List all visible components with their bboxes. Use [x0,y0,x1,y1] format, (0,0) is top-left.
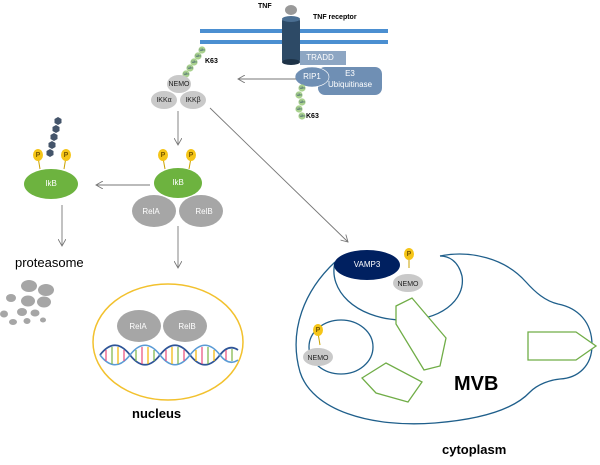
ikb-left-label: IkB [45,179,57,188]
svg-text:Ub: Ub [299,99,305,104]
arrow-ikk-to-vamp3 [209,107,348,242]
vamp3 [334,250,400,280]
ikb-left [24,169,78,199]
nemo-vesicle-phospho: P [313,324,323,346]
ikk-beta-label: IKKβ [185,97,200,104]
nemo-vamp-label: NEMO [398,281,420,288]
svg-text:P: P [316,327,321,334]
ikb-ubiquitin-chain [46,117,62,157]
nemo-vesicle-label: NEMO [308,355,330,362]
svg-text:Ub: Ub [183,71,189,76]
svg-text:Ub: Ub [296,92,302,97]
tnf-label: TNF [258,3,272,10]
cytoplasm-label: cytoplasm [442,442,506,457]
nemo-ikk [167,75,191,93]
rela [132,195,176,227]
mvb-internal-vesicle-left [308,319,374,375]
rip1-label: RIP1 [303,72,321,81]
e3-label-line2: Ubiquitinase [328,80,373,89]
mvb-label: MVB [454,373,498,395]
nucleus-label: nucleus [132,406,181,421]
vamp3-phospho: P [404,248,414,268]
rela-nucleus [117,310,161,342]
rip1-ubiquitin-chain: Ub Ub Ub Ub Ub [295,84,306,120]
svg-text:Ub: Ub [187,65,193,70]
nemo-ikk-label: NEMO [169,81,191,88]
tradd-label: TRADD [306,53,334,62]
ikb-center-label: IkB [172,178,184,187]
e3-label-line1: E3 [345,69,355,78]
proteasome-label: proteasome [15,255,84,270]
ikk-beta [180,91,206,109]
ikb-center [154,168,202,198]
svg-text:Ub: Ub [299,113,305,118]
svg-text:P: P [407,251,412,258]
svg-text:P: P [36,152,41,159]
rela-label: RelA [142,207,160,216]
mvb-internal-vesicle-top [333,255,463,321]
tnf-receptor [282,16,300,65]
svg-text:P: P [64,152,69,159]
relb-nucleus-label: RelB [178,322,195,331]
k63-label-bottom: K63 [306,113,319,120]
relb-nucleus [163,310,207,342]
vamp3-label: VAMP3 [354,260,381,269]
tnf-ligand [285,5,297,15]
tradd-box [300,51,346,65]
svg-text:P: P [189,152,194,159]
k63-label-top: K63 [205,58,218,65]
ikb-left-phospho-pair: P P [33,149,71,170]
e3-ubiquitinase [318,67,382,95]
dna-helix [99,344,239,366]
cargo-shape-1 [395,297,447,371]
mvb-outer-membrane [295,253,593,425]
svg-text:Ub: Ub [199,47,205,52]
ikk-alpha-label: IKKα [156,97,171,104]
tnf-receptor-label: TNF receptor [313,14,357,21]
svg-text:Ub: Ub [195,53,201,58]
svg-text:P: P [161,152,166,159]
nemo-ubiquitin-chain: Ub Ub Ub Ub Ub [182,46,206,78]
svg-text:Ub: Ub [296,106,302,111]
rela-nucleus-label: RelA [129,322,147,331]
relb [179,195,223,227]
proteasome-fragments [0,280,54,325]
nucleus [92,283,244,401]
svg-text:Ub: Ub [191,59,197,64]
ikk-alpha [151,91,177,109]
nemo-vamp [393,274,423,292]
cargo-shape-2 [360,362,423,403]
nemo-vesicle [303,348,333,366]
ikb-center-phospho-pair: P P [158,149,196,170]
svg-text:Ub: Ub [299,85,305,90]
cargo-shape-3 [527,331,598,361]
relb-label: RelB [195,207,212,216]
rip1 [294,66,330,88]
